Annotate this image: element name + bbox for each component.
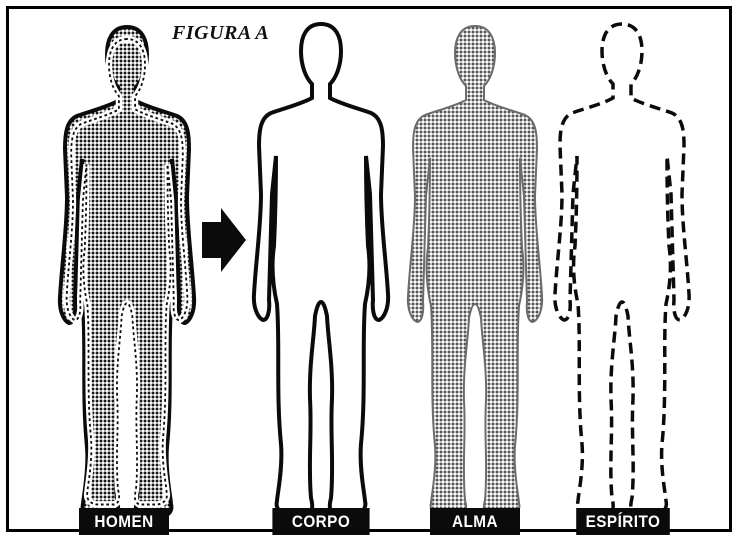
figure-corpo <box>254 24 388 514</box>
label-homen: HOMEN <box>79 508 169 535</box>
figure-espirito <box>555 24 689 514</box>
figure-alma <box>408 26 542 516</box>
arrow-icon <box>202 208 246 272</box>
figure-homen <box>60 27 194 517</box>
label-corpo: CORPO <box>272 508 369 535</box>
label-espirito: ESPÍRITO <box>576 508 670 535</box>
label-alma: ALMA <box>430 508 520 535</box>
